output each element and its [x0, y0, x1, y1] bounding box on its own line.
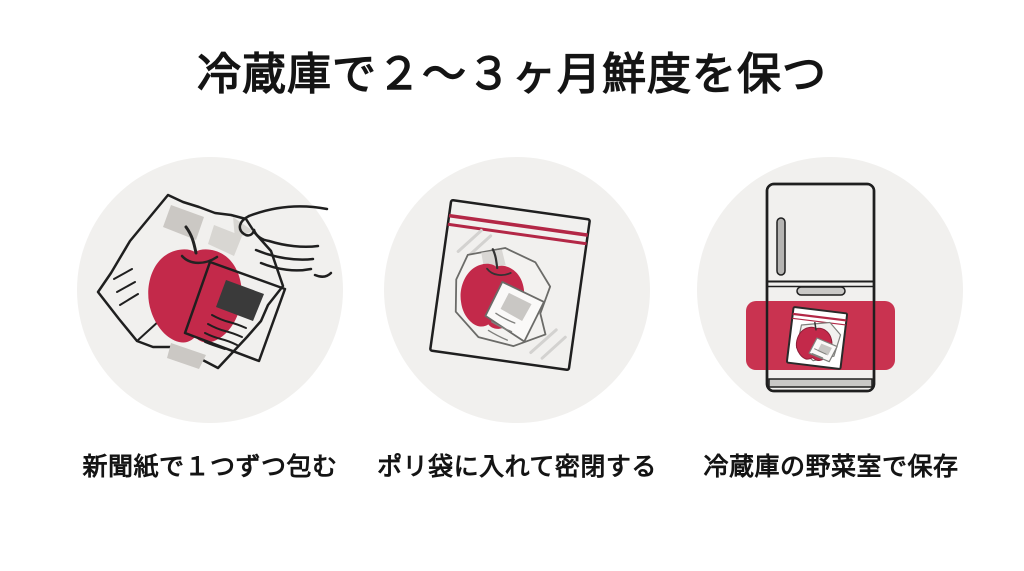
step-panel-plastic-bag: ポリ袋に入れて密閉する — [377, 157, 656, 483]
bag-gloss-lines — [529, 328, 567, 360]
refrigerator-icon — [697, 157, 963, 423]
step-caption-plastic-bag: ポリ袋に入れて密閉する — [377, 453, 657, 481]
fridge-outline — [765, 182, 876, 393]
newspaper-sheet — [96, 193, 285, 370]
hand-illustration — [238, 205, 333, 278]
newspaper-text-lines — [204, 314, 247, 350]
fridge-door-handle — [776, 217, 786, 276]
fridge-kick-plate — [768, 378, 873, 388]
bag-zipper-stripe — [448, 213, 588, 237]
newspaper-fold — [183, 260, 287, 363]
newspaper-wrapped-apple-icon — [77, 157, 343, 423]
ziplock-bag — [429, 199, 591, 371]
wrapped-apple-in-bag — [454, 247, 552, 347]
mini-bag-zipper — [792, 312, 847, 322]
step-panel-refrigerator: 冷蔵庫の野菜室で保存 — [696, 157, 966, 483]
apple-in-plastic-bag-icon — [384, 157, 650, 423]
bag-zipper-stripe — [447, 222, 587, 246]
page-title: 冷蔵庫で２〜３ヶ月鮮度を保つ — [197, 50, 827, 99]
newspaper-photo-block — [216, 280, 264, 321]
step-caption-refrigerator: 冷蔵庫の野菜室で保存 — [703, 453, 959, 481]
apple-stem — [184, 225, 198, 255]
paper-crinkle-marks — [113, 268, 139, 306]
drawer-handle — [796, 286, 846, 296]
step-panel-newspaper-wrap: 新聞紙で１つずつ包む — [75, 157, 345, 483]
step-caption-newspaper-wrap: 新聞紙で１つずつ包む — [82, 453, 338, 481]
mini-bag-on-drawer — [785, 306, 849, 370]
